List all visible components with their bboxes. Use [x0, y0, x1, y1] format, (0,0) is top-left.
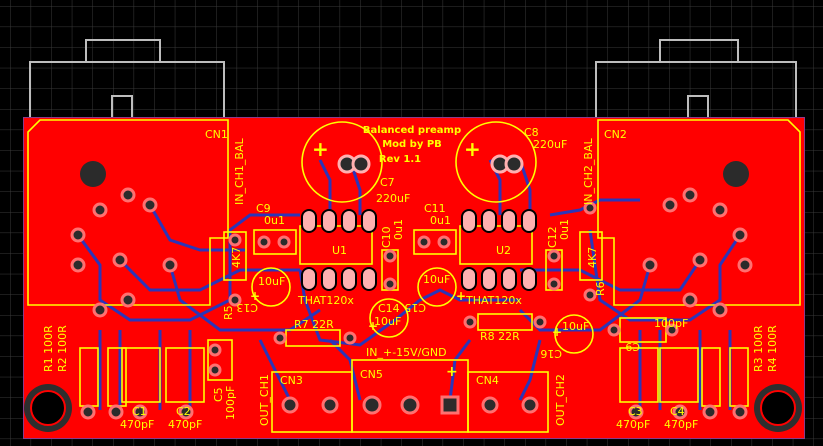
label-c9b: C9 — [625, 340, 640, 353]
label-cn4: CN4 — [476, 374, 499, 387]
title-line-2: Mod by PB — [382, 139, 442, 150]
label-c9b-value: 100pF — [654, 317, 688, 330]
label-c2: C2 — [176, 405, 191, 418]
label-c4-value: 470pF — [664, 418, 698, 431]
label-r2: R2 100R — [56, 325, 69, 372]
silkscreen-text: Balanced preamp Mod by PB Rev 1.1 CN1 CN… — [42, 125, 779, 431]
svg-text:+: + — [368, 319, 378, 333]
label-c8: C8 — [524, 126, 539, 139]
label-u2: U2 — [496, 244, 511, 257]
svg-text:+: + — [312, 137, 329, 161]
label-c1: C1 — [132, 405, 147, 418]
label-r7: R7 22R — [294, 318, 334, 331]
label-c10: C10 — [380, 226, 393, 248]
label-r1: R1 100R — [42, 325, 55, 372]
label-cn3: CN3 — [280, 374, 303, 387]
label-c15: C15 — [404, 301, 426, 314]
connector-body-cn1 — [29, 39, 225, 121]
label-c16-value: 10uF — [562, 320, 589, 333]
label-c3: C3 — [628, 405, 643, 418]
label-c9-value: 0u1 — [264, 214, 285, 227]
label-that1: THAT120x — [297, 294, 354, 307]
label-u1: U1 — [332, 244, 347, 257]
label-r3: R3 100R — [752, 325, 765, 372]
label-r6-value: 4K7 — [586, 247, 599, 268]
label-c11: C11 — [424, 202, 446, 215]
label-c3-value: 470pF — [616, 418, 650, 431]
label-r8: R8 22R — [480, 330, 520, 343]
label-c16: C16 — [540, 347, 562, 360]
label-that2: THAT120x — [465, 294, 522, 307]
label-c5: C5 — [212, 387, 225, 402]
svg-text:+: + — [552, 325, 562, 339]
svg-text:+: + — [456, 289, 466, 303]
label-c12-value: 0u1 — [558, 219, 571, 240]
traces — [76, 159, 742, 410]
label-c13-value: 10uF — [258, 275, 285, 288]
label-c15-value: 10uF — [423, 273, 450, 286]
label-c14: C14 — [378, 302, 400, 315]
label-c2-value: 470pF — [168, 418, 202, 431]
label-c11-value: 0u1 — [430, 214, 451, 227]
label-c1-value: 470pF — [120, 418, 154, 431]
label-in-ch2: IN_CH2_BAL — [582, 138, 595, 205]
svg-text:+: + — [250, 289, 260, 303]
label-power: IN_+-15V/GND — [366, 346, 447, 359]
label-cn2: CN2 — [604, 128, 627, 141]
label-c10-value: 0u1 — [392, 219, 405, 240]
label-c4: C4 — [670, 405, 685, 418]
label-out-ch2: OUT_CH2 — [554, 374, 567, 426]
label-c8-value: 220uF — [533, 138, 567, 151]
label-in-ch1: IN_CH1_BAL — [233, 138, 246, 205]
pads — [70, 154, 753, 420]
label-out-ch1: OUT_CH1 — [258, 374, 271, 426]
title-line-1: Balanced preamp — [363, 125, 461, 136]
label-c9: C9 — [256, 202, 271, 215]
label-r5-value: 4K7 — [230, 247, 243, 268]
label-c12: C12 — [546, 226, 559, 248]
svg-text:+: + — [464, 137, 481, 161]
title-line-3: Rev 1.1 — [379, 154, 421, 165]
label-r5: R5 — [222, 305, 235, 320]
label-c14-value: 10uF — [374, 315, 401, 328]
label-r6: R6 — [594, 281, 607, 296]
copper-pour — [24, 118, 804, 438]
label-c7-value: 220uF — [376, 192, 410, 205]
label-cn5: CN5 — [360, 368, 383, 381]
label-c5-value: 100pF — [224, 386, 237, 420]
svg-text:+: + — [446, 364, 458, 380]
label-c7: C7 — [380, 176, 395, 189]
label-c13: C13 — [236, 301, 258, 314]
polarity-marks: + + + + + + + — [250, 137, 562, 380]
label-cn1: CN1 — [205, 128, 228, 141]
label-r4: R4 100R — [766, 325, 779, 372]
